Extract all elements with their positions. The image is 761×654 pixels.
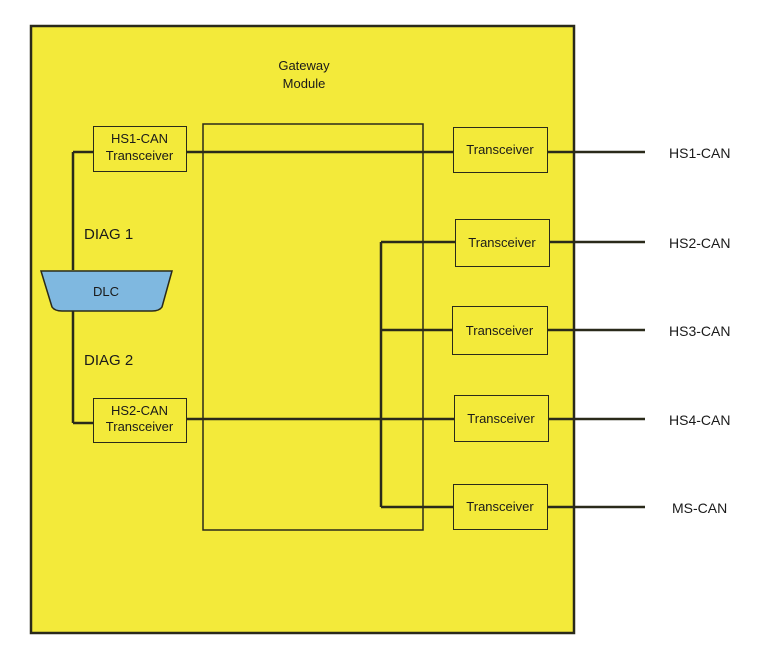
bus-label-hs1: HS1-CAN xyxy=(669,145,731,161)
module-title-line2: Module xyxy=(282,76,326,91)
bus-label-ms: MS-CAN xyxy=(672,500,728,516)
transceiver-hs2: Transceiver xyxy=(455,219,550,267)
module-title-line1: Gateway xyxy=(278,58,330,73)
transceiver-hs1-label: Transceiver xyxy=(466,142,534,157)
bus-label-hs2: HS2-CAN xyxy=(669,235,731,251)
transceiver-ms: Transceiver xyxy=(453,484,548,530)
transceiver-hs4: Transceiver xyxy=(454,395,549,442)
transceiver-ms-label: Transceiver xyxy=(466,499,534,514)
transceiver-hs4-label: Transceiver xyxy=(467,411,535,426)
hs1-can-transceiver: HS1-CAN Transceiver xyxy=(93,126,187,172)
bus-label-hs3: HS3-CAN xyxy=(669,323,731,339)
hs2-transceiver-label-2: Transceiver xyxy=(105,419,174,434)
transceiver-hs1: Transceiver xyxy=(453,127,548,173)
hs2-transceiver-label-1: HS2-CAN xyxy=(110,403,169,418)
module-title: Gateway Module xyxy=(254,57,354,93)
router-core-box xyxy=(202,123,424,531)
hs1-transceiver-label-1: HS1-CAN xyxy=(110,131,169,146)
hs2-can-transceiver: HS2-CAN Transceiver xyxy=(93,398,187,443)
diag2-label: DIAG 2 xyxy=(84,352,134,369)
transceiver-hs3-label: Transceiver xyxy=(465,323,534,338)
dlc-connector-shape xyxy=(39,270,173,312)
transceiver-hs2-label: Transceiver xyxy=(468,235,536,250)
dlc-label: DLC xyxy=(92,284,119,299)
hs1-transceiver-label-2: Transceiver xyxy=(105,148,174,163)
transceiver-hs3: Transceiver xyxy=(452,306,548,355)
diag1-label: DIAG 1 xyxy=(84,226,134,243)
bus-label-hs4: HS4-CAN xyxy=(669,412,731,428)
